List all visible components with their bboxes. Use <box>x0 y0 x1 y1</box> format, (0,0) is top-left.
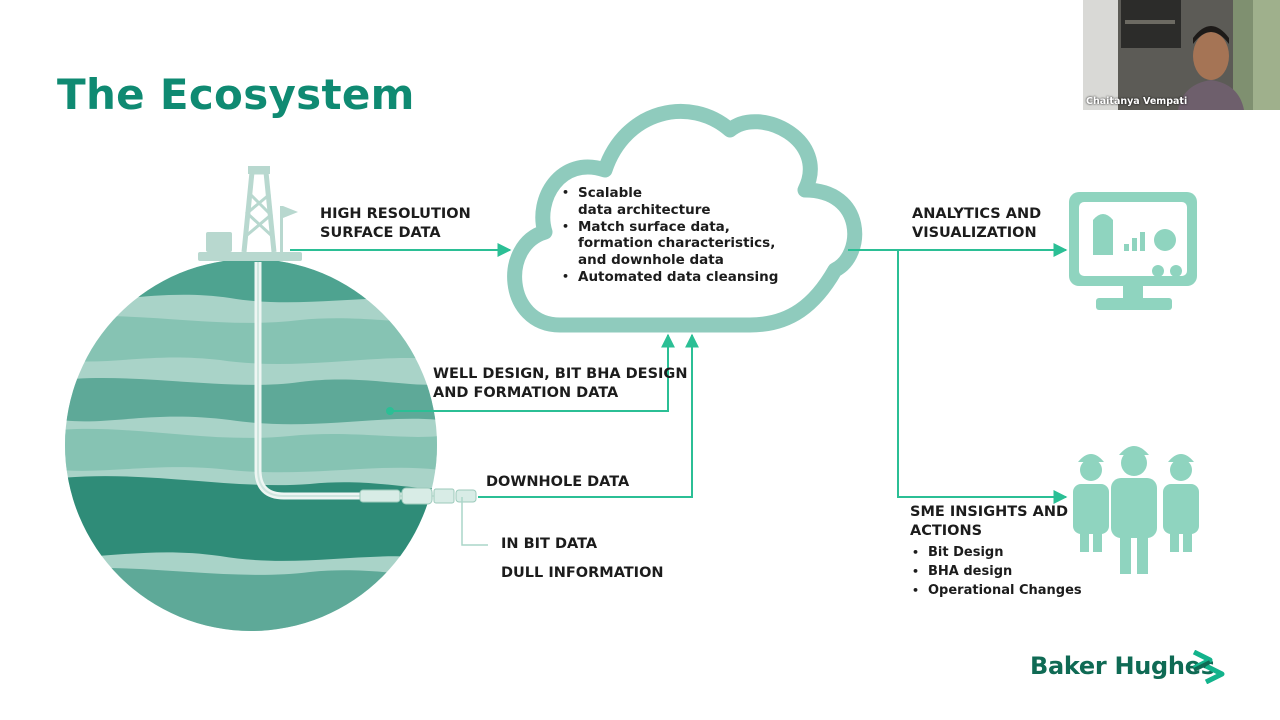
drilling-rig-icon <box>198 166 302 261</box>
brand-name: Baker Hughes <box>1030 652 1215 680</box>
workers-icon <box>1073 446 1199 574</box>
dull-information-label: DULL INFORMATION <box>501 565 664 581</box>
list-item: Operational Changes <box>910 581 1082 600</box>
earth-globe <box>65 259 437 631</box>
brand-logo-icon <box>1192 650 1225 684</box>
slide-title: The Ecosystem <box>57 70 415 119</box>
drill-bit-icon <box>359 487 477 505</box>
cloud-bullet: Match surface data,formation characteris… <box>560 219 800 269</box>
downhole-data-label: DOWNHOLE DATA <box>486 474 630 490</box>
flow-arrows <box>290 243 1068 546</box>
in-bit-data-label: IN BIT DATA <box>501 536 598 552</box>
webcam-video-tile[interactable]: Chaitanya Vempati <box>1083 0 1280 110</box>
monitor-analytics-icon <box>1069 192 1197 310</box>
list-item: BHA design <box>910 562 1082 581</box>
sme-actions-list: Bit Design BHA design Operational Change… <box>910 543 1082 600</box>
participant-name: Chaitanya Vempati <box>1086 96 1188 107</box>
list-item: Bit Design <box>910 543 1082 562</box>
webcam-background <box>1083 0 1280 110</box>
cloud-bullet: Automated data cleansing <box>560 269 800 286</box>
well-data-source-dot <box>386 407 394 415</box>
